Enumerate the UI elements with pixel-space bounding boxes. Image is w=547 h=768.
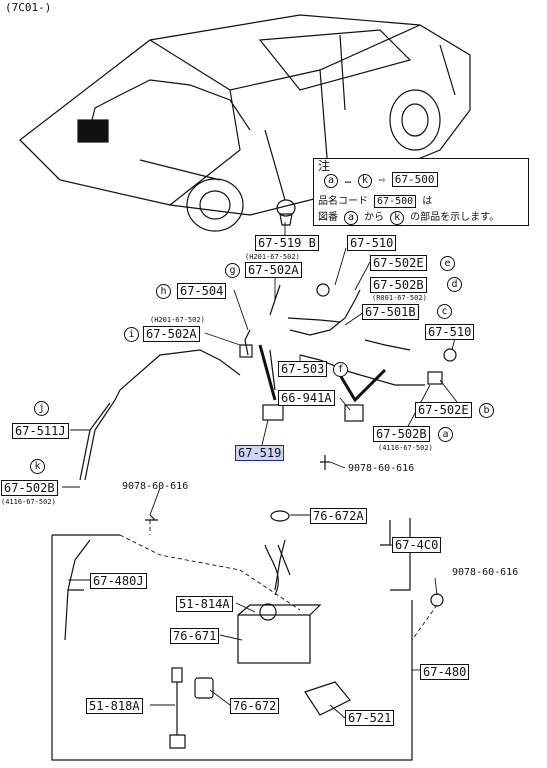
part-note: (H201-67-502) — [150, 316, 205, 324]
part-label[interactable]: 51-818A — [86, 698, 143, 714]
part-label[interactable]: 67-510 — [425, 324, 475, 340]
part-label[interactable]: 67-521 — [345, 710, 395, 726]
part-label[interactable]: 67-504 — [177, 283, 227, 299]
part-label[interactable]: 76-672A — [310, 508, 367, 524]
part-label[interactable]: 76-672 — [230, 698, 280, 714]
note-line-2: 品名コード 67-500 は — [318, 195, 433, 208]
part-label[interactable]: 67-502B — [1, 480, 58, 496]
part-label[interactable]: 9078-60-616 — [348, 463, 415, 474]
callout-i: i — [124, 327, 139, 342]
part-label[interactable]: 51-814A — [176, 596, 233, 612]
hose-lines — [64, 284, 425, 641]
callout-c: c — [437, 304, 452, 319]
car-illustration — [19, 14, 471, 232]
part-label[interactable]: 67-502E — [415, 402, 472, 418]
part-label[interactable]: 67-502A — [143, 326, 200, 342]
part-label-highlighted[interactable]: 67-519 — [235, 445, 285, 461]
part-label[interactable]: 9078-60-616 — [452, 567, 519, 578]
part-label[interactable]: 67-503 — [278, 361, 328, 377]
part-label[interactable]: 67-480 — [420, 664, 470, 680]
part-note: (4116-67-502) — [378, 444, 433, 452]
callout-f: f — [333, 362, 348, 377]
part-note: (R001-67-502) — [372, 294, 427, 302]
part-label[interactable]: 67-519 B — [255, 235, 319, 251]
part-label[interactable]: 67-501B — [362, 304, 419, 320]
part-note: (4116-67-502) — [1, 498, 56, 506]
catalog-reference: (7C01-) — [5, 1, 52, 14]
note-title: 注 — [318, 159, 331, 173]
part-label[interactable]: 67-480J — [90, 573, 147, 589]
part-label[interactable]: 67-4C0 — [392, 537, 442, 553]
part-label[interactable]: 67-511J — [12, 423, 69, 439]
callout-k: k — [30, 459, 45, 474]
callout-d: d — [447, 277, 462, 292]
part-label[interactable]: 67-502B — [373, 426, 430, 442]
callout-a: a — [438, 427, 453, 442]
part-label[interactable]: 67-502E — [370, 255, 427, 271]
part-label[interactable]: 66-941A — [278, 390, 335, 406]
part-label[interactable]: 9078-60-616 — [122, 481, 189, 492]
part-label[interactable]: 67-510 — [347, 235, 397, 251]
part-label[interactable]: 67-502B — [370, 277, 427, 293]
callout-e: e — [440, 256, 455, 271]
callout-b: b — [479, 403, 494, 418]
part-label[interactable]: 76-671 — [170, 628, 220, 644]
components — [145, 199, 457, 749]
note-line-1: a … k ⇨ 67-500 — [324, 172, 438, 188]
part-label[interactable]: 67-502A — [245, 262, 302, 278]
note-line-3: 図番 a から k の部品を示します。 — [318, 211, 500, 225]
callout-g: g — [225, 263, 240, 278]
legend-note-box: 注 a … k ⇨ 67-500 品名コード 67-500 は 図番 a から … — [313, 158, 529, 226]
part-note: (H201-67-502) — [245, 253, 300, 261]
callout-h: h — [156, 284, 171, 299]
callout-j: j — [34, 401, 49, 416]
